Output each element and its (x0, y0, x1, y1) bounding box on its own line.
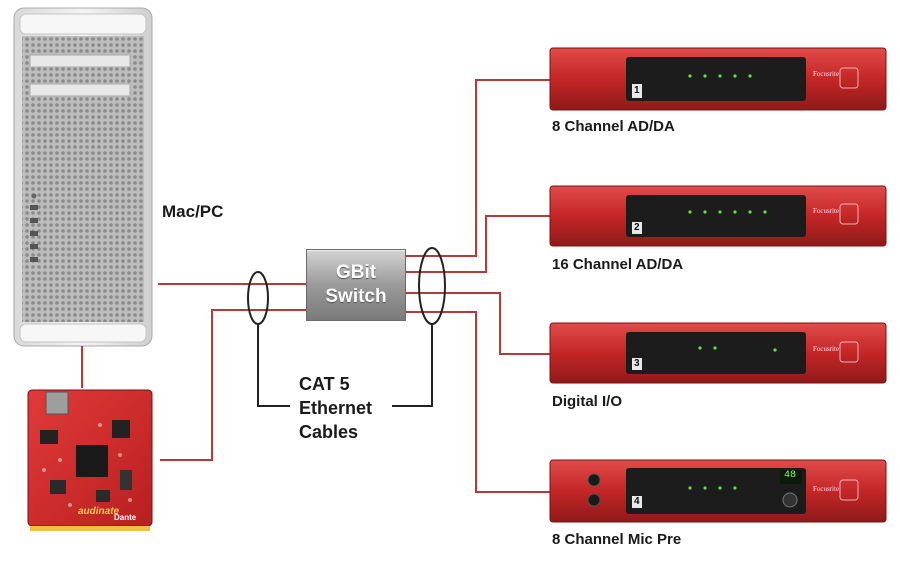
switch-label-line2: Switch (325, 286, 387, 307)
cable-label-line3: Cables (299, 422, 359, 442)
unit-number-3: 3 (634, 358, 640, 369)
unit-number-1: 1 (634, 85, 640, 96)
callout-line-left (257, 324, 290, 407)
device-label-2: 16 Channel AD/DA (552, 256, 684, 273)
rack-brand-1: Focusrite (813, 70, 840, 78)
rack-unit-2 (549, 185, 887, 247)
unit-number-2: 2 (634, 222, 640, 233)
callout-line-right (392, 324, 433, 407)
rack-unit-1 (549, 47, 887, 111)
device-label-1: 8 Channel AD/DA (552, 118, 675, 135)
cable-label-line2: Ethernet (299, 398, 373, 418)
computer-tower (13, 7, 153, 347)
device-label-3: Digital I/O (552, 393, 623, 410)
card-logo: Dante (114, 513, 137, 522)
switch-label-line1: GBit (335, 262, 377, 283)
cable-callout (247, 247, 446, 407)
dante-card (27, 389, 153, 531)
cable-device-4 (404, 311, 550, 493)
rack-brand-4: Focusrite (813, 485, 840, 493)
rack-brand-2: Focusrite (813, 207, 840, 215)
rack-unit-3 (549, 322, 887, 384)
unit-number-4: 4 (634, 496, 640, 507)
cable-device-3 (404, 292, 550, 355)
mic-pre-display: 48 (784, 470, 797, 481)
gbit-switch: GBit Switch (306, 249, 406, 321)
card-brand: audinate (78, 506, 120, 517)
computer-label: Mac/PC (162, 202, 224, 221)
rack-unit-4 (549, 459, 887, 523)
rack-brand-3: Focusrite (813, 345, 840, 353)
cable-bundle-left (247, 271, 269, 325)
cable-label-line1: CAT 5 (299, 374, 350, 394)
cable-device-1 (404, 79, 550, 257)
device-label-4: 8 Channel Mic Pre (552, 531, 682, 548)
cable-card (160, 309, 306, 461)
